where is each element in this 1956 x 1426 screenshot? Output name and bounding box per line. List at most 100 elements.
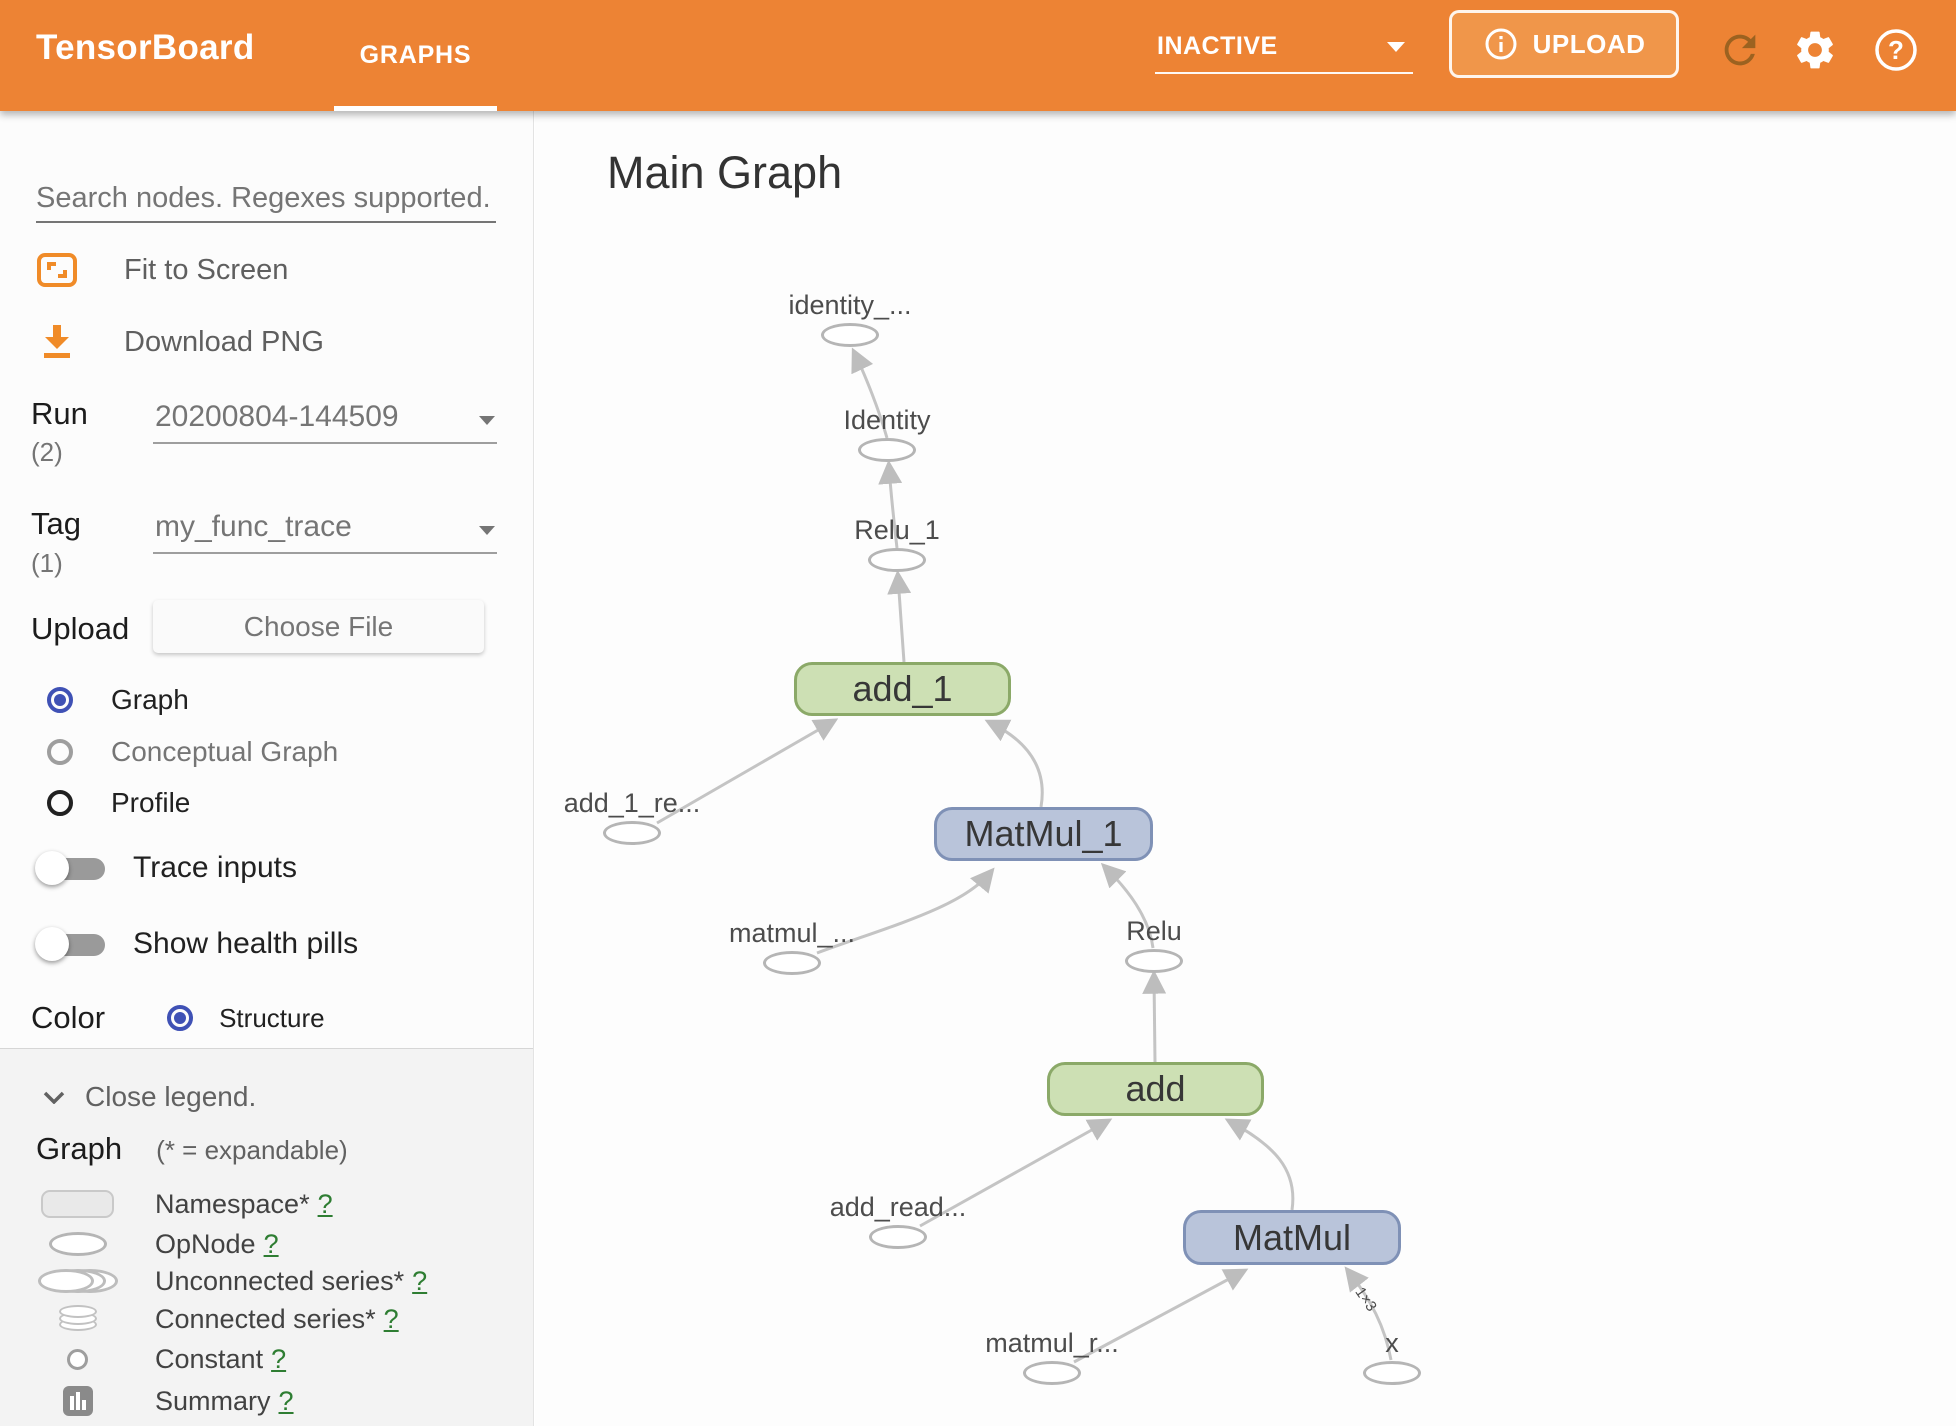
tab-active-underline — [334, 106, 497, 111]
connected-series-swatch-icon — [58, 1305, 97, 1333]
help-icon[interactable]: ? — [1873, 27, 1919, 73]
close-legend-label: Close legend. — [85, 1081, 257, 1112]
svg-text:?: ? — [1888, 35, 1904, 65]
tab-graphs-label: GRAPHS — [359, 41, 472, 69]
opnode-ellipse[interactable] — [763, 951, 821, 975]
node-matmul[interactable]: MatMul — [1183, 1210, 1401, 1265]
legend-item-opnode: OpNode? — [0, 1224, 533, 1264]
edge-addread-to-add — [919, 1118, 1113, 1228]
node-identity: Identity — [812, 404, 962, 462]
help-link[interactable]: ? — [383, 1304, 399, 1334]
chevron-down-icon — [1387, 42, 1405, 52]
legend-expandable-note: (* = expandable) — [156, 1135, 348, 1165]
status-dropdown-value: INACTIVE — [1157, 32, 1278, 60]
toggle-off-icon — [35, 849, 111, 887]
edge-relu-to-matmul1 — [1100, 862, 1155, 949]
color-by-row: Color Structure — [31, 998, 325, 1038]
tag-label: Tag — [31, 506, 81, 541]
upload-label: Upload — [31, 611, 130, 646]
tag-select[interactable]: my_func_trace — [153, 504, 497, 554]
node-add-1[interactable]: add_1 — [794, 662, 1011, 716]
gear-icon[interactable] — [1792, 27, 1838, 73]
opnode-ellipse[interactable] — [858, 438, 916, 462]
edge-identity-to-identityret — [851, 347, 889, 439]
info-icon — [1483, 26, 1519, 62]
radio-graph[interactable]: Graph — [47, 680, 189, 720]
radio-button-icon — [47, 790, 73, 816]
show-health-pills-label: Show health pills — [133, 927, 359, 960]
edge-add1-to-relu1 — [887, 569, 912, 663]
help-link[interactable]: ? — [278, 1386, 294, 1416]
app-title: TensorBoard — [36, 28, 255, 67]
legend-panel: Close legend. Graph (* = expandable) Nam… — [0, 1048, 533, 1426]
page-title: Main Graph — [607, 147, 843, 198]
fit-to-screen-icon — [36, 252, 78, 288]
legend-item-constant: Constant? — [0, 1339, 533, 1379]
help-link[interactable]: ? — [263, 1229, 279, 1259]
radio-conceptual-graph-label: Conceptual Graph — [111, 736, 339, 767]
opnode-ellipse[interactable] — [1125, 949, 1183, 973]
graph-edges — [656, 347, 1393, 1364]
help-link[interactable]: ? — [412, 1266, 428, 1296]
node-identity-retval: identity_... — [775, 289, 925, 347]
node-matmul-1[interactable]: MatMul_1 — [934, 807, 1153, 861]
graph-pane[interactable]: Main Graph add_1 MatMul_1 add MatMul ide… — [535, 111, 1956, 1426]
trace-inputs-label: Trace inputs — [133, 851, 297, 884]
radio-profile[interactable]: Profile — [47, 783, 190, 823]
toggle-off-icon — [35, 925, 111, 963]
radio-graph-label: Graph — [111, 684, 189, 715]
opnode-ellipse[interactable] — [868, 548, 926, 572]
fit-to-screen-button[interactable]: Fit to Screen — [36, 245, 288, 295]
radio-structure[interactable] — [167, 1005, 194, 1031]
run-label: Run — [31, 396, 88, 431]
namespace-swatch-icon — [41, 1190, 114, 1218]
edge-matmulr-to-matmul — [1073, 1268, 1249, 1364]
close-legend-button[interactable]: Close legend. — [43, 1077, 256, 1117]
run-count: (2) — [31, 437, 63, 467]
tag-select-value: my_func_trace — [155, 510, 352, 543]
legend-item-namespace: Namespace*? — [0, 1184, 533, 1224]
radio-button-icon — [47, 687, 73, 713]
color-structure-label: Structure — [219, 1002, 325, 1033]
help-link[interactable]: ? — [317, 1189, 333, 1219]
search-input[interactable] — [36, 175, 496, 223]
tab-graphs[interactable]: GRAPHS — [334, 0, 497, 111]
opnode-ellipse[interactable] — [821, 323, 879, 347]
sidebar: Fit to Screen Download PNG Run (2) 20200… — [0, 111, 534, 1426]
node-add[interactable]: add — [1047, 1062, 1264, 1116]
download-icon — [36, 322, 78, 362]
radio-profile-label: Profile — [111, 787, 191, 818]
node-matmul-r-read: matmul_r... — [977, 1327, 1127, 1385]
opnode-ellipse[interactable] — [1023, 1361, 1081, 1385]
opnode-ellipse[interactable] — [869, 1225, 927, 1249]
refresh-icon[interactable] — [1717, 27, 1763, 73]
run-select[interactable]: 20200804-144509 — [153, 394, 497, 444]
opnode-ellipse[interactable] — [1363, 1361, 1421, 1385]
node-x: x — [1317, 1327, 1467, 1385]
legend-item-connected-series: Connected series*? — [0, 1299, 533, 1339]
help-link[interactable]: ? — [271, 1344, 287, 1374]
upload-button-label: UPLOAD — [1532, 28, 1646, 59]
legend-item-summary: Summary? — [0, 1381, 533, 1421]
legend-section-title: Graph — [36, 1131, 123, 1166]
opnode-ellipse[interactable] — [603, 821, 661, 845]
constant-swatch-icon — [67, 1348, 88, 1370]
download-png-label: Download PNG — [124, 325, 324, 358]
legend-title-row: Graph (* = expandable) — [36, 1131, 348, 1175]
fit-to-screen-label: Fit to Screen — [124, 253, 289, 286]
node-add-1-read: add_1_re... — [557, 787, 707, 845]
status-dropdown[interactable]: INACTIVE — [1155, 24, 1413, 74]
show-health-pills-toggle[interactable]: Show health pills — [35, 922, 358, 966]
node-relu-1: Relu_1 — [822, 514, 972, 572]
trace-inputs-toggle[interactable]: Trace inputs — [35, 846, 297, 890]
edge-x-to-matmul — [1344, 1266, 1393, 1361]
edge-matmul-to-add — [1224, 1118, 1295, 1211]
node-add-read: add_read... — [823, 1191, 973, 1249]
radio-conceptual-graph[interactable]: Conceptual Graph — [47, 732, 338, 772]
unconnected-series-swatch-icon — [37, 1269, 118, 1293]
choose-file-button[interactable]: Choose File — [153, 600, 484, 653]
download-png-button[interactable]: Download PNG — [36, 317, 324, 367]
app-header: TensorBoard GRAPHS INACTIVE UPLOAD ? — [0, 0, 1956, 111]
upload-button[interactable]: UPLOAD — [1449, 10, 1679, 78]
node-matmul-read: matmul_... — [717, 917, 867, 975]
